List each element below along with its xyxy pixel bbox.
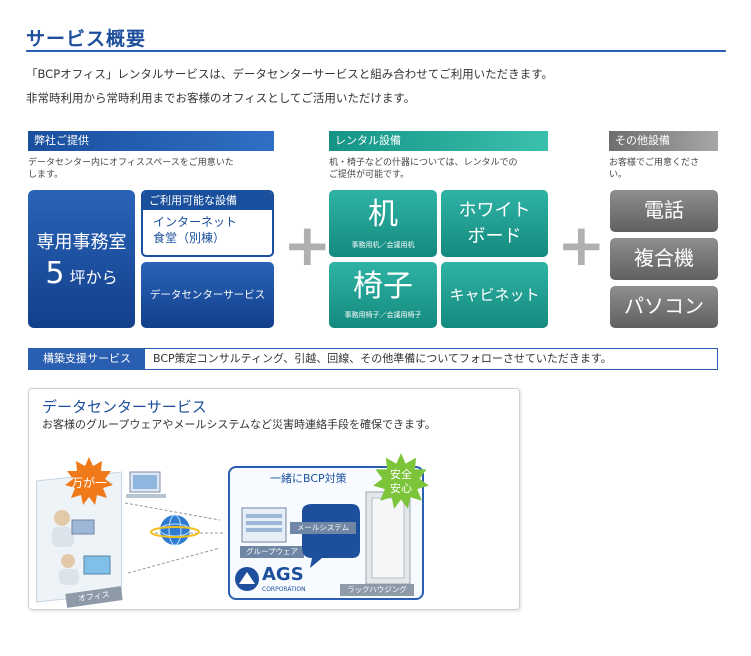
office-size: 5 [45,256,65,291]
mail-system-label: メールシステム [290,522,356,534]
ags-logo-icon [235,567,259,591]
emergency-label: 万が一 [70,476,107,490]
groupware-icon [241,507,287,543]
dc-service-tile: データセンターサービス [141,262,274,328]
safety-line: 安心 [390,482,412,495]
ags-logo: AGS [262,564,304,585]
office-label: 専用事務室 [36,232,127,253]
speech-bubble-icon [302,504,360,568]
chair-tile: 椅子 事務用椅子／会議用椅子 [329,262,437,328]
support-bar: 構築支援サービス BCP策定コンサルティング、引越、回線、その他準備についてフォ… [28,348,718,370]
col2-header: レンタル設備 [329,131,548,151]
plus-icon: + [283,211,332,279]
col2-desc-line: 机・椅子などの什器については、レンタルでの [329,158,518,168]
col3-desc-line: お客様でご用意くださ [609,158,700,168]
desk-tile: 机 事務用机／会議用机 [329,190,437,257]
intro-line-1: 「BCPオフィス」レンタルサービスは、データセンターサービスと組み合わせてご利用… [26,67,554,81]
globe-network-icon [124,502,225,574]
facility-internet: インターネット [153,215,238,229]
computer-icon [126,471,166,498]
whiteboard-line1: ホワイト [458,200,531,221]
facility-cafeteria: 食堂（別棟） [153,231,226,245]
ags-logo-sub: CORPORATION [262,586,306,593]
pc-tile: パソコン [610,286,718,328]
chair-title: 椅子 [353,269,413,304]
groupware-label: グループウェア [240,546,304,558]
server-rack-icon [365,491,411,585]
desk-title: 机 [368,197,398,232]
desk-sub: 事務用机／会議用机 [351,241,415,249]
col2-desc-line: ご提供が可能です。 [329,170,410,180]
office-unit: 坪から [69,268,118,287]
bcp-label: 一緒にBCP対策 [270,472,347,485]
col2-desc: 机・椅子などの什器については、レンタルでの ご提供が可能です。 [329,157,518,181]
chair-sub: 事務用椅子／会議用椅子 [344,311,422,319]
support-label: 構築支援サービス [29,349,145,369]
col1-desc-line: データセンター内にオフィススペースをご用意いた [28,158,234,168]
person-icon [59,554,111,585]
dc-box [28,388,520,610]
burst-icon [65,457,113,505]
col1-header: 弊社ご提供 [28,131,274,151]
office-tile: 専用事務室 5 坪から [28,190,135,328]
facilities-box: ご利用可能な設備 インターネット 食堂（別棟） [141,190,274,257]
page-title: サービス概要 [26,28,147,50]
col1-desc: データセンター内にオフィススペースをご用意いた します。 [28,157,234,181]
dc-box-desc: お客様のグループウェアやメールシステムなど災害時連絡手段を確保できます。 [42,418,436,431]
title-underline [26,50,726,52]
col1-desc-line: します。 [28,170,64,180]
col3-desc: お客様でご用意くださ い。 [609,157,699,181]
support-text: BCP策定コンサルティング、引越、回線、その他準備についてフォローさせていただき… [153,352,612,365]
facilities-header: ご利用可能な設備 [143,192,272,210]
multifunction-printer-tile: 複合機 [610,238,718,280]
plus-icon: + [557,211,606,279]
burst-icon [373,453,429,509]
dc-box-title: データセンターサービス [42,398,207,416]
phone-tile: 電話 [610,190,718,232]
whiteboard-tile: ホワイト ボード [441,190,548,257]
rack-housing-label: ラックハウジング [340,584,414,596]
safety-line: 安全 [390,468,412,481]
cabinet-tile: キャビネット [441,262,548,328]
whiteboard-line2: ボード [467,226,522,247]
intro-line-2: 非常時利用から常時利用までお客様のオフィスとしてご活用いただけます。 [26,91,416,105]
col3-header: その他設備 [609,131,718,151]
col3-desc-line: い。 [609,170,628,180]
person-icon [52,510,95,547]
safety-label: 安全 安心 [380,468,422,496]
